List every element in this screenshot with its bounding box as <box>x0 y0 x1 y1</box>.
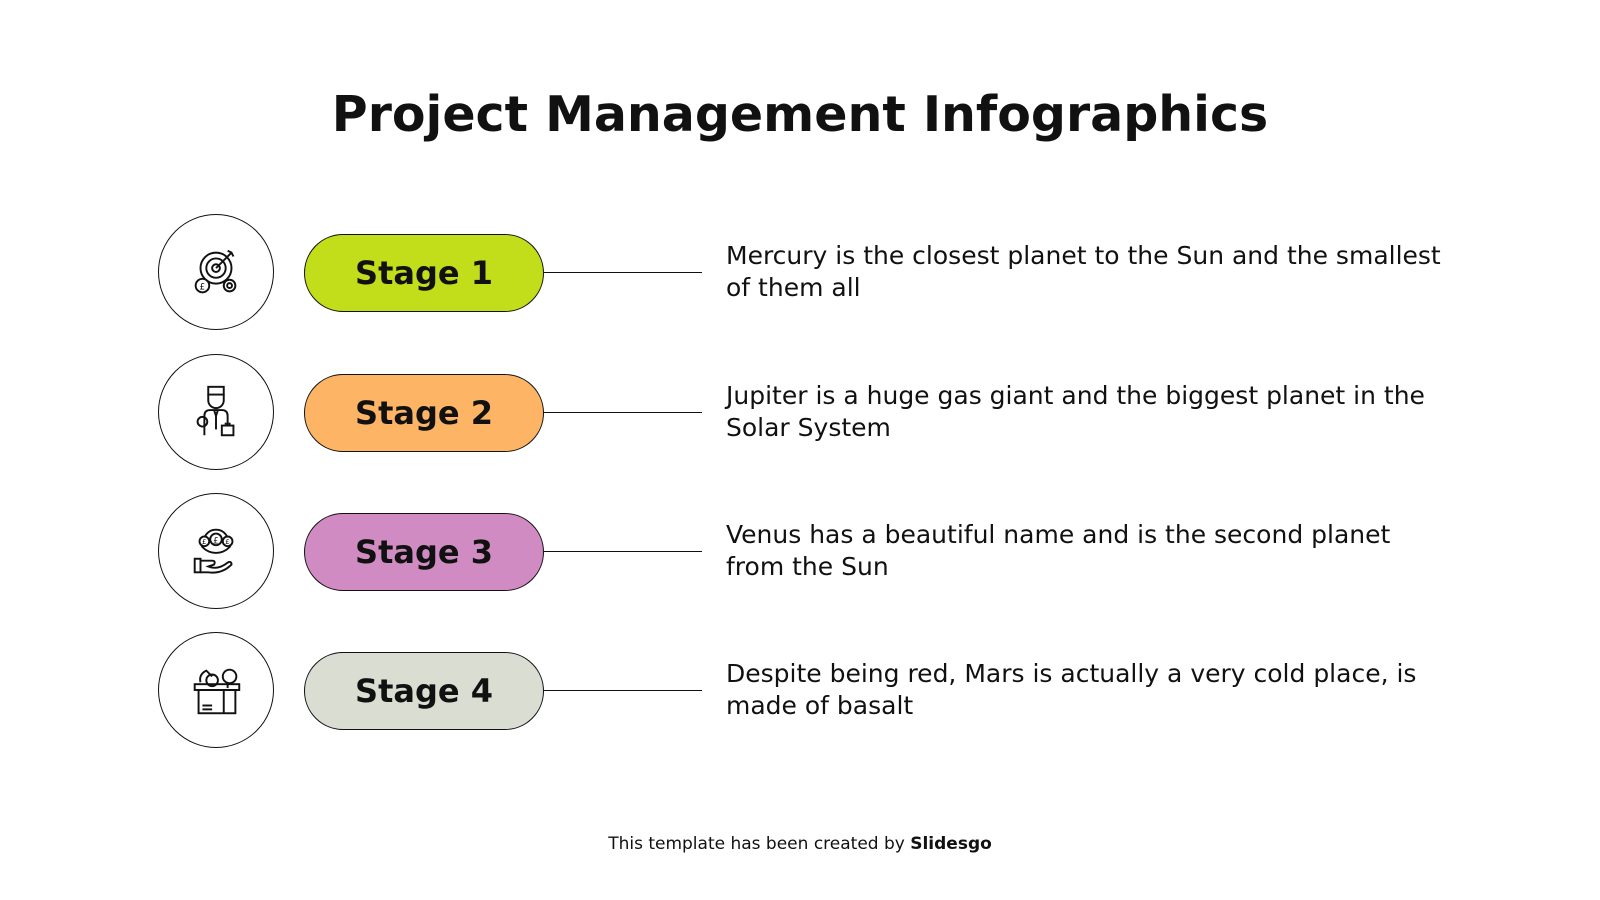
stage-1-icon-circle: £ <box>158 214 274 330</box>
businessman-briefcase-icon <box>196 385 235 437</box>
stage-3-connector <box>544 551 702 552</box>
stage-2-connector <box>544 412 702 413</box>
stage-4-label: Stage 4 <box>355 672 493 710</box>
stage-3-label: Stage 3 <box>355 533 493 571</box>
stage-1-label: Stage 1 <box>355 254 493 292</box>
svg-text:£: £ <box>213 536 219 546</box>
stage-1-description: Mercury is the closest planet to the Sun… <box>726 241 1441 302</box>
stage-row-3: £ £ £ Stage 3 Venus has a beautiful name… <box>158 493 1458 611</box>
stage-3-icon-circle: £ £ £ <box>158 493 274 609</box>
stage-4-icon-circle <box>158 632 274 748</box>
stage-3-description: Venus has a beautiful name and is the se… <box>726 520 1391 581</box>
svg-text:£: £ <box>200 282 206 292</box>
stage-row-2: Stage 2 Jupiter is a huge gas giant and … <box>158 354 1458 472</box>
footer-prefix: This template has been created by <box>608 834 911 854</box>
stage-2-pill: Stage 2 <box>304 374 544 452</box>
stage-2-description: Jupiter is a huge gas giant and the bigg… <box>726 381 1425 442</box>
stage-3-pill: Stage 3 <box>304 513 544 591</box>
stage-4-pill: Stage 4 <box>304 652 544 730</box>
box-tools-icon <box>193 668 241 715</box>
stage-1-pill: Stage 1 <box>304 234 544 312</box>
stage-2-icon-circle <box>158 354 274 470</box>
stage-row-1: £ Stage 1 Mercury is the closest planet … <box>158 214 1458 332</box>
footer-brand-link[interactable]: Slidesgo <box>910 834 992 854</box>
stage-row-4: Stage 4 Despite being red, Mars is actua… <box>158 632 1458 750</box>
footer-credit: This template has been created by Slides… <box>0 834 1600 854</box>
stage-4-connector <box>544 690 702 691</box>
stage-4-description: Despite being red, Mars is actually a ve… <box>726 659 1417 720</box>
target-gear-pound-icon: £ <box>194 249 237 294</box>
svg-text:£: £ <box>225 538 229 546</box>
stage-2-label: Stage 2 <box>355 394 493 432</box>
slide-title: Project Management Infographics <box>331 86 1269 143</box>
svg-text:£: £ <box>202 538 206 546</box>
stage-1-connector <box>544 272 702 273</box>
hand-coins-icon: £ £ £ <box>193 528 234 574</box>
